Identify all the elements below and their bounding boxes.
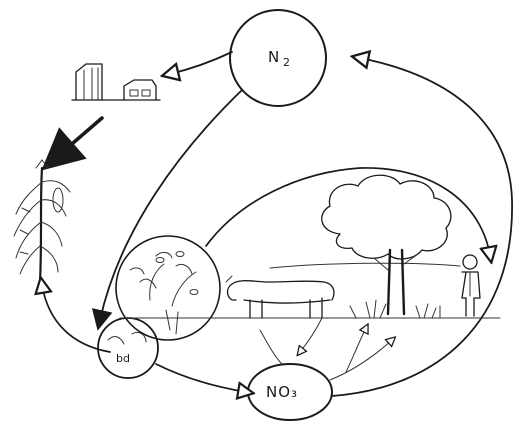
factory-icon: [71, 63, 161, 101]
arrow-plants-to-human: [205, 167, 490, 255]
arrow-cow-to-human: [269, 262, 461, 269]
cow-icon: [225, 275, 335, 319]
arrow-no3-to-plants-1: [345, 328, 366, 373]
corn-plant-icon: [13, 159, 71, 284]
n2-label: N: [268, 48, 280, 66]
arrow-soil-down: [300, 317, 323, 352]
arrow-n2-to-soil-bacteria: [100, 89, 243, 320]
arrow-no3-to-plants-2: [329, 340, 392, 381]
grass-icon: [349, 299, 441, 319]
human-icon: [461, 254, 481, 317]
soil-bacteria-node: bd: [97, 317, 159, 379]
soil-bacteria-label: bd: [116, 352, 130, 365]
no3-node: NO₃: [247, 363, 333, 421]
arrow-soil-to-no3: [155, 363, 246, 392]
arrow-no3-to-n2: [331, 58, 513, 397]
tree-icon: [321, 174, 452, 316]
arrow-decay-to-no3: [259, 329, 283, 365]
no3-label: NO₃: [266, 383, 298, 401]
decomposition-circle: [115, 235, 221, 341]
arrow-n2-to-factory: [170, 51, 233, 74]
n2-subscript: 2: [283, 56, 290, 69]
arrow-factory-to-crop: [58, 116, 104, 156]
n2-node: N 2: [229, 9, 327, 107]
